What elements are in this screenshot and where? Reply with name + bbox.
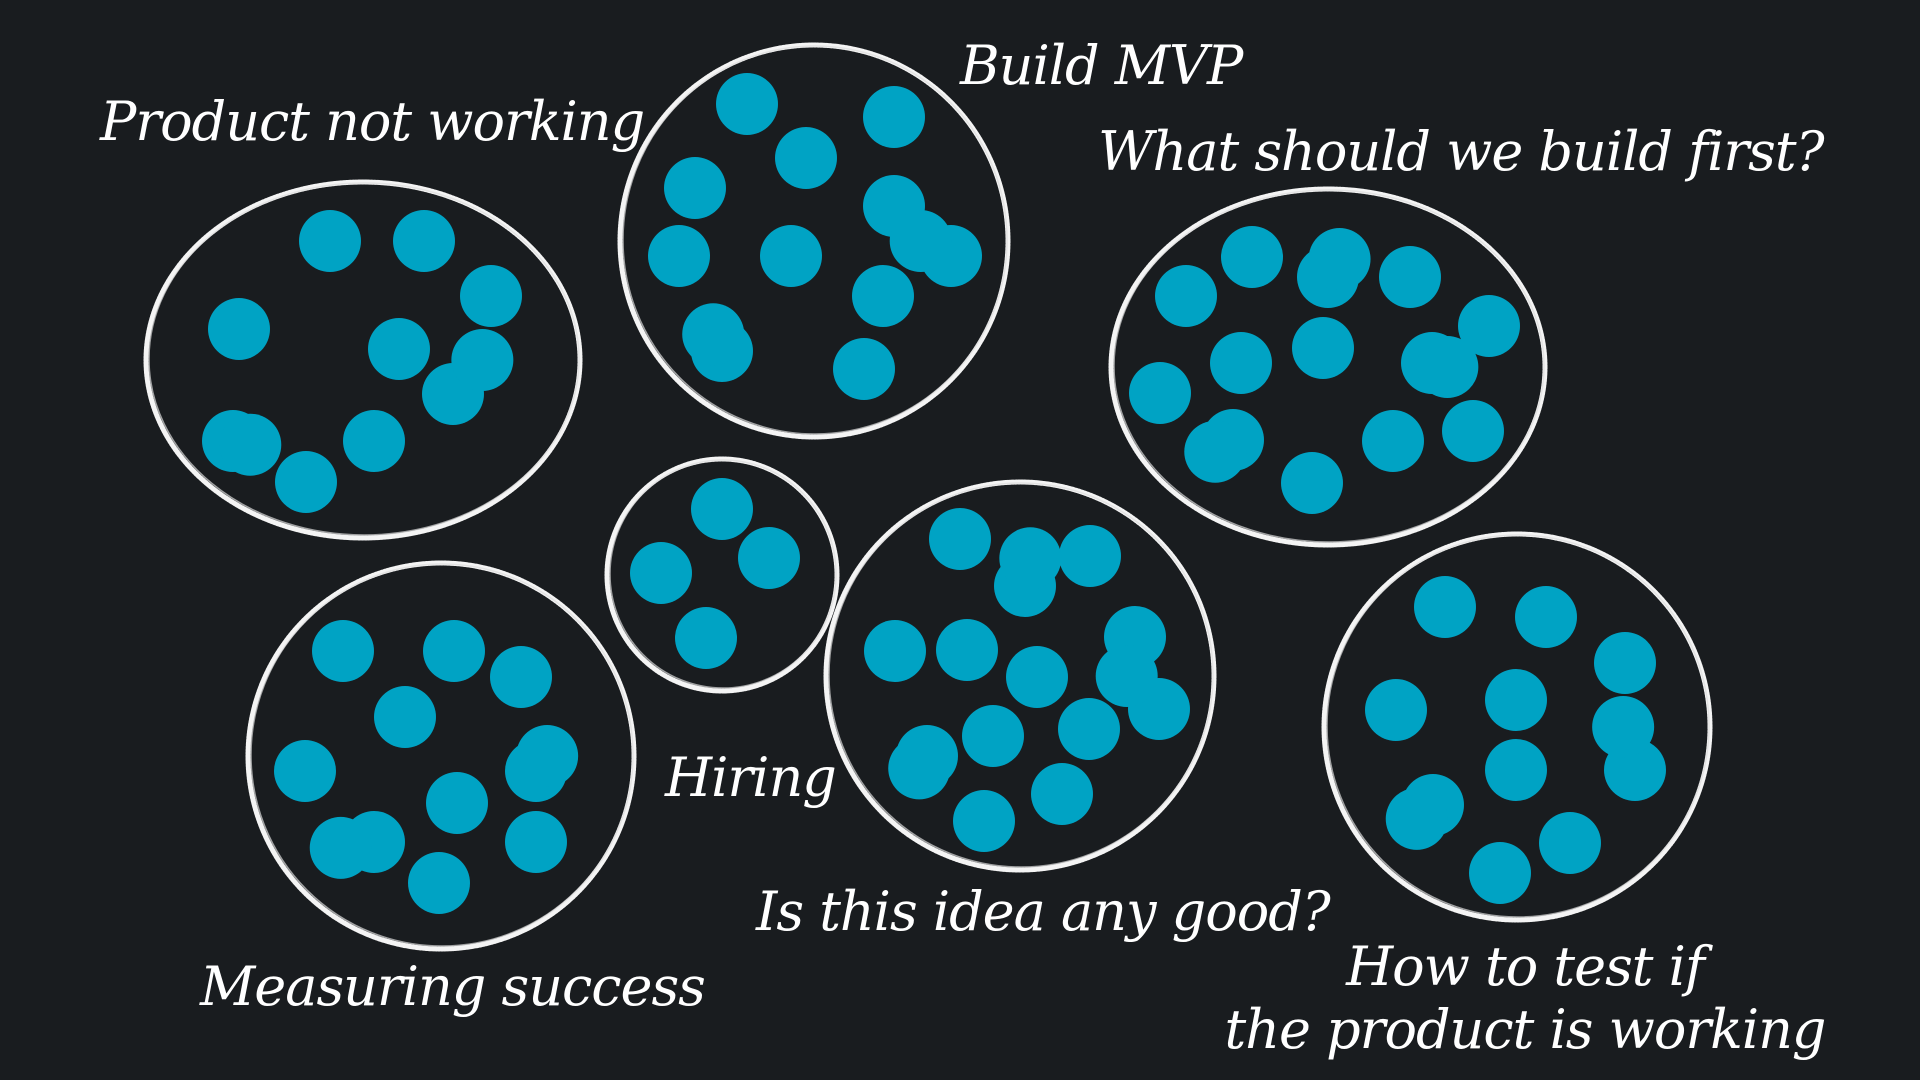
cluster-dot xyxy=(426,772,488,834)
cluster-dot xyxy=(312,620,374,682)
cluster-dot xyxy=(760,225,822,287)
cluster-dot xyxy=(423,620,485,682)
cluster-dot xyxy=(1095,645,1158,707)
cluster-dot xyxy=(675,607,737,669)
cluster-dot xyxy=(852,265,914,327)
cluster-dot xyxy=(1184,420,1247,483)
cluster-dot xyxy=(219,413,282,476)
cluster-dot xyxy=(953,790,1015,852)
cluster-outline-texture xyxy=(148,182,580,536)
cluster-dot xyxy=(1458,295,1520,357)
cluster-outline xyxy=(1321,531,1713,923)
cluster-dot xyxy=(1281,452,1343,514)
cluster-outline-texture xyxy=(1326,534,1710,918)
cluster-dot xyxy=(1365,679,1427,741)
cluster-dot xyxy=(1308,228,1371,291)
cluster-dot xyxy=(1442,400,1504,462)
cluster-dot xyxy=(343,410,405,472)
cluster-dot xyxy=(368,318,430,380)
cluster-dot xyxy=(1059,525,1121,587)
cluster-dot xyxy=(1006,646,1068,708)
cluster-dot xyxy=(664,157,726,219)
cluster-label: Hiring xyxy=(664,746,836,809)
cluster-dot xyxy=(888,737,951,800)
cluster-label: Measuring success xyxy=(199,955,705,1018)
cluster-dot xyxy=(999,527,1062,590)
cluster-outline xyxy=(604,456,840,694)
cluster-dot xyxy=(1129,362,1191,424)
cluster-is-this-idea-any-good: Is this idea any good? xyxy=(755,479,1333,943)
cluster-dot xyxy=(1385,787,1448,850)
cluster-dot xyxy=(408,852,470,914)
cluster-dot xyxy=(929,508,991,570)
cluster-build-mvp: Build MVP xyxy=(617,34,1246,440)
cluster-dot xyxy=(505,811,567,873)
cluster-dot xyxy=(1210,332,1272,394)
cluster-outline xyxy=(245,560,637,952)
cluster-dot xyxy=(1515,586,1577,648)
cluster-dot xyxy=(863,86,925,148)
cluster-dot xyxy=(962,705,1024,767)
cluster-outline xyxy=(143,179,583,541)
cluster-label: Product not working xyxy=(99,90,644,153)
cluster-dot xyxy=(936,619,998,681)
cluster-dot xyxy=(490,646,552,708)
cluster-dot xyxy=(775,127,837,189)
cluster-dot xyxy=(309,816,372,879)
cluster-measuring-success: Measuring success xyxy=(199,560,706,1018)
cluster-dot xyxy=(1155,265,1217,327)
cluster-label: Build MVP xyxy=(959,34,1245,97)
cluster-dot xyxy=(738,527,800,589)
cluster-dot xyxy=(682,303,745,366)
cluster-dot xyxy=(1379,246,1441,308)
cluster-dot xyxy=(648,225,710,287)
cluster-dot xyxy=(1292,317,1354,379)
cluster-product-not-working: Product not working xyxy=(99,90,645,541)
cluster-dot xyxy=(1414,576,1476,638)
cluster-dot xyxy=(516,725,579,787)
cluster-dot xyxy=(1594,632,1656,694)
cluster-label: the product is working xyxy=(1225,998,1826,1061)
cluster-dot xyxy=(274,740,336,802)
cluster-dot xyxy=(889,210,952,272)
cluster-dot xyxy=(833,338,895,400)
cluster-outline-texture xyxy=(1113,189,1545,543)
cluster-dot xyxy=(716,73,778,135)
cluster-dot xyxy=(208,298,270,360)
cluster-dot xyxy=(1058,698,1120,760)
cluster-dot xyxy=(299,210,361,272)
cluster-outline-texture xyxy=(622,45,1008,435)
cluster-dot xyxy=(1469,842,1531,904)
cluster-dot xyxy=(374,686,436,748)
cluster-dot xyxy=(691,478,753,540)
cluster-dot xyxy=(1031,763,1093,825)
cluster-label: What should we build first? xyxy=(1098,120,1826,183)
cluster-label: How to test if xyxy=(1345,935,1713,998)
cluster-label: Is this idea any good? xyxy=(755,880,1332,943)
cluster-outline-texture xyxy=(609,459,837,689)
cluster-dot xyxy=(451,329,514,391)
cluster-what-should-we-build-first: What should we build first? xyxy=(1098,120,1827,548)
cluster-dot xyxy=(393,210,455,272)
cluster-outline-texture xyxy=(828,482,1214,868)
cluster-outline xyxy=(823,479,1217,873)
cluster-dot xyxy=(460,265,522,327)
cluster-dot xyxy=(1416,336,1479,398)
cluster-dot xyxy=(630,542,692,604)
cluster-dot xyxy=(864,620,926,682)
cluster-dot xyxy=(1485,669,1547,731)
cluster-dot xyxy=(1362,410,1424,472)
cluster-hiring: Hiring xyxy=(604,456,840,809)
cluster-outline xyxy=(1108,186,1548,548)
cluster-outline-texture xyxy=(250,563,634,947)
cluster-dot xyxy=(275,451,337,513)
cluster-outline xyxy=(617,42,1011,440)
cluster-dot xyxy=(1485,739,1547,801)
cluster-dot xyxy=(1539,812,1601,874)
cluster-dot xyxy=(1592,696,1655,758)
cluster-dot xyxy=(1221,226,1283,288)
